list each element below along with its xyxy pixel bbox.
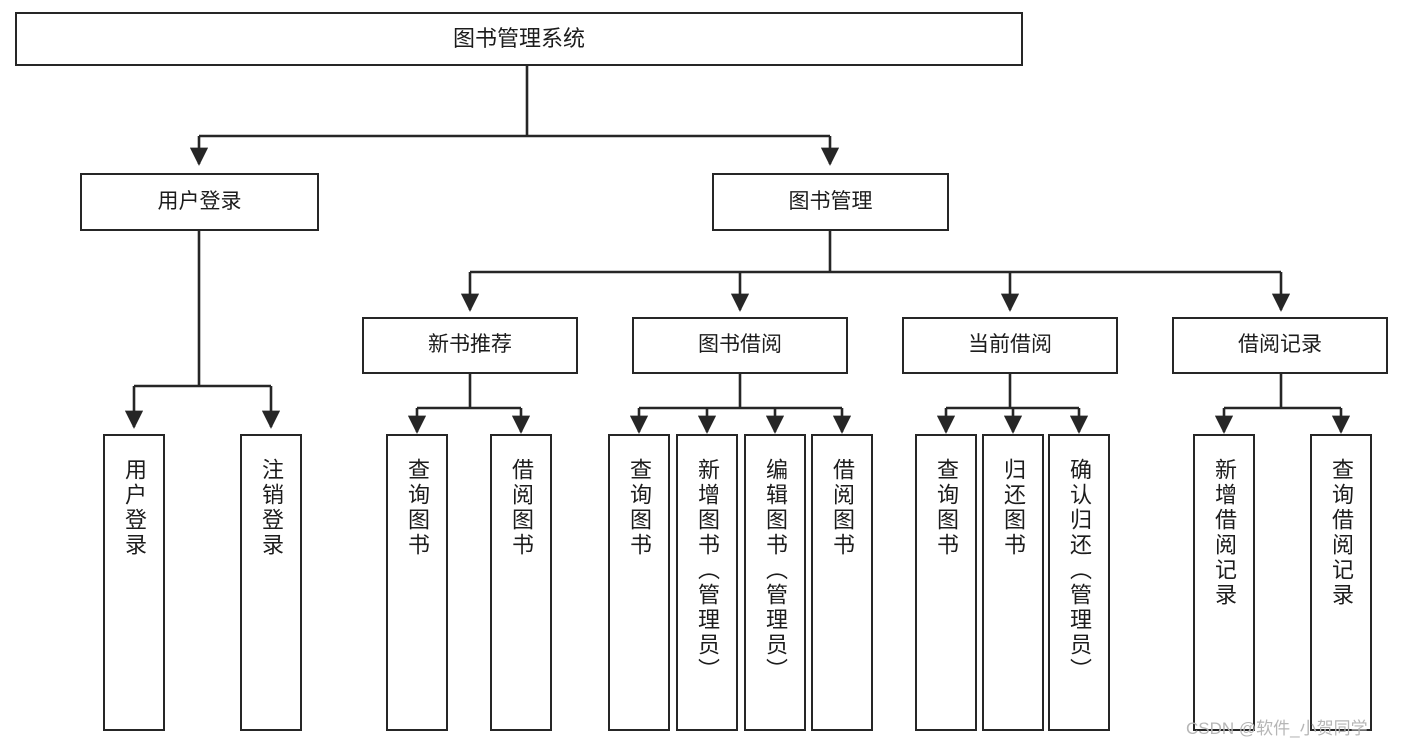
csdn-watermark: CSDN @软件_小贺同学 (1186, 719, 1368, 738)
leaf-current-confirm-return[interactable]: 确认归还（管理员） (1048, 434, 1110, 731)
leaf-user-login-signout[interactable]: 注销登录 (240, 434, 302, 731)
node-label: 图书管理 (788, 189, 873, 213)
node-label: 确认归还（管理员） (1067, 458, 1092, 683)
node-label: 新增借阅记录 (1212, 458, 1237, 608)
leaf-user-login-signin[interactable]: 用户登录 (103, 434, 165, 731)
node-label: 借阅图书 (509, 458, 534, 558)
node-new-book-recommend[interactable]: 新书推荐 (362, 317, 578, 374)
node-label: 查询图书 (405, 458, 430, 558)
leaf-borrow-borrow-book[interactable]: 借阅图书 (811, 434, 873, 731)
node-label: 归还图书 (1001, 458, 1026, 558)
node-label: 查询图书 (627, 458, 652, 558)
node-label: 查询借阅记录 (1329, 458, 1354, 608)
node-label: 借阅记录 (1238, 333, 1322, 357)
leaf-recommend-search-book[interactable]: 查询图书 (386, 434, 448, 731)
node-label: 用户登录 (157, 189, 242, 213)
node-label: 图书管理系统 (452, 26, 585, 52)
node-label: 用户登录 (122, 458, 147, 558)
leaf-borrow-edit-book[interactable]: 编辑图书（管理员） (744, 434, 806, 731)
node-label: 新增图书（管理员） (695, 458, 720, 683)
leaf-borrow-add-book[interactable]: 新增图书（管理员） (676, 434, 738, 731)
node-borrow-record[interactable]: 借阅记录 (1172, 317, 1388, 374)
node-label: 新书推荐 (428, 333, 512, 357)
leaf-current-search-book[interactable]: 查询图书 (915, 434, 977, 731)
leaf-record-add-record[interactable]: 新增借阅记录 (1193, 434, 1255, 731)
node-current-borrow[interactable]: 当前借阅 (902, 317, 1118, 374)
node-book-borrow[interactable]: 图书借阅 (632, 317, 848, 374)
leaf-borrow-search-book[interactable]: 查询图书 (608, 434, 670, 731)
node-label: 注销登录 (259, 458, 284, 558)
node-label: 图书借阅 (698, 333, 782, 357)
node-book-management[interactable]: 图书管理 (712, 173, 949, 231)
leaf-current-return-book[interactable]: 归还图书 (982, 434, 1044, 731)
node-label: 查询图书 (934, 458, 959, 558)
node-label: 当前借阅 (968, 333, 1052, 357)
node-root-system[interactable]: 图书管理系统 (15, 12, 1023, 66)
node-label: 编辑图书（管理员） (763, 458, 788, 683)
leaf-record-search-record[interactable]: 查询借阅记录 (1310, 434, 1372, 731)
leaf-recommend-borrow-book[interactable]: 借阅图书 (490, 434, 552, 731)
node-label: 借阅图书 (830, 458, 855, 558)
node-user-login[interactable]: 用户登录 (80, 173, 319, 231)
